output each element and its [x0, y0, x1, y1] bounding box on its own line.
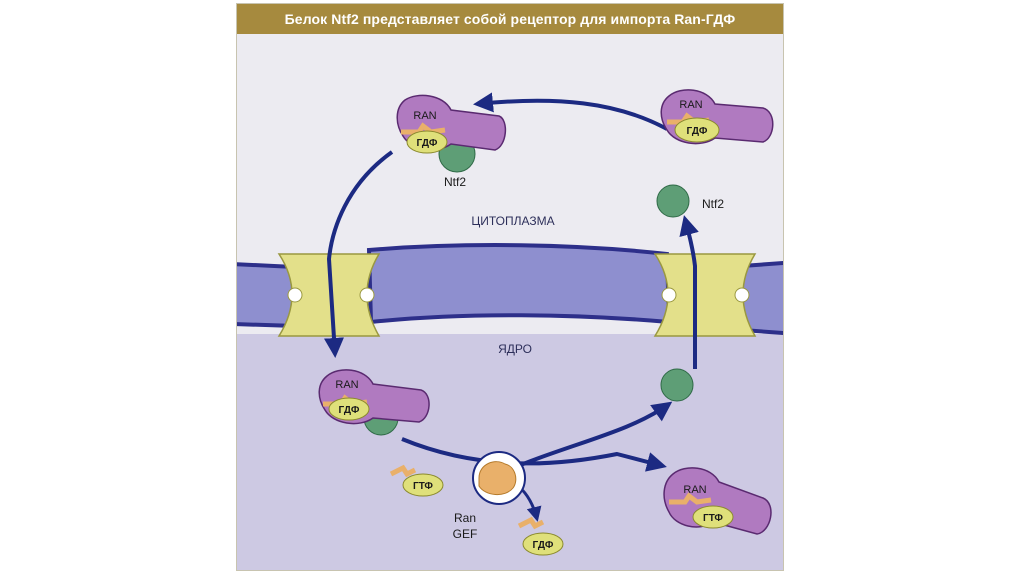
gtp-label-input: ГТФ [413, 481, 433, 492]
nucleus-region [237, 334, 783, 570]
arrow-top [473, 92, 668, 131]
ran-label-nucleus: RAN [335, 379, 358, 391]
ran-gtp-complex [663, 467, 772, 535]
diagram-canvas: RAN ГДФ Ntf2 RAN ГДФ Ntf2 ЦИТОПЛАЗМА ЯДР… [237, 34, 783, 570]
gdp-molecule-released [517, 516, 564, 556]
gdp-label-top-right: ГДФ [687, 126, 708, 137]
ran-label-bottom-right: RAN [683, 484, 706, 496]
ran-gef-enzyme [472, 451, 526, 505]
arrow-ntf2-return [498, 401, 673, 476]
ran-gef-label-line1: Ran [454, 511, 476, 525]
ntf2-label-top: Ntf2 [444, 175, 466, 189]
gdp-label-released: ГДФ [533, 540, 554, 551]
nuclear-pore-right [653, 253, 757, 337]
gtp-molecule [389, 464, 444, 497]
diagram-title: Белок Ntf2 представляет собой рецептор д… [237, 4, 783, 34]
ntf2-protein-nucleus [660, 368, 694, 402]
ran-gdp-complex-top-right [660, 89, 774, 145]
ran-gef-label-line2: GEF [453, 527, 478, 541]
gtp-label-bottom-right: ГТФ [703, 513, 723, 524]
ran-label-top-left: RAN [413, 110, 436, 122]
gdp-label-top-left: ГДФ [417, 138, 438, 149]
nucleus-label: ЯДРО [498, 342, 532, 356]
cytoplasm-label: ЦИТОПЛАЗМА [471, 214, 554, 228]
diagram-figure: Белок Ntf2 представляет собой рецептор д… [236, 3, 784, 571]
ntf2-label-right: Ntf2 [702, 197, 724, 211]
ran-gdp-ntf2-complex-nucleus [318, 369, 430, 436]
ran-label-top-right: RAN [679, 99, 702, 111]
ntf2-protein-cytoplasm [656, 184, 690, 218]
arrow-right-export [679, 215, 699, 369]
ran-gdp-ntf2-complex-top [396, 94, 507, 173]
nuclear-pore-left [277, 253, 381, 337]
arrow-left-import [324, 150, 394, 358]
nuclear-membrane-center [366, 243, 672, 325]
gdp-label-nucleus: ГДФ [339, 405, 360, 416]
